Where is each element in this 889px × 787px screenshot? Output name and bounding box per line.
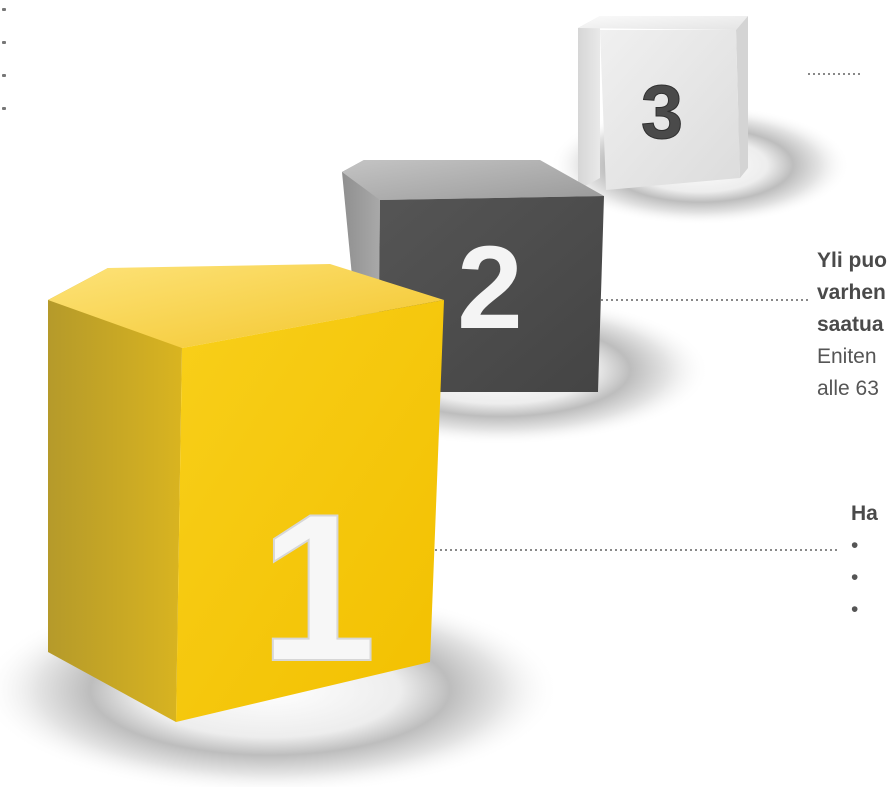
cube-3-left-face bbox=[578, 16, 600, 190]
callout-1-bullet: • bbox=[851, 598, 859, 621]
cube-3-number: 3 bbox=[641, 70, 683, 155]
callout-1-bullet: • bbox=[851, 534, 859, 557]
callout-2-line: saatua bbox=[817, 313, 884, 336]
callout-3-mark bbox=[2, 41, 6, 44]
cube-2-number: 2 bbox=[457, 222, 523, 354]
cube-3-top-face bbox=[578, 16, 748, 30]
callout-3-mark bbox=[2, 74, 6, 77]
cube-2-top-face bbox=[342, 160, 604, 200]
cube-1-top-face bbox=[48, 264, 444, 348]
callout-1-bullet: • bbox=[851, 566, 859, 589]
callout-2-line: Yli puo bbox=[817, 249, 887, 272]
cube-1: 1 bbox=[48, 264, 444, 722]
callout-2-line: alle 63 bbox=[817, 377, 879, 400]
callout-2-text: Yli puo varhen saatua Eniten alle 63 bbox=[817, 245, 889, 405]
cube-3: 3 bbox=[578, 16, 748, 190]
cube-1-left-face bbox=[48, 268, 182, 722]
cube-1-number: 1 bbox=[260, 470, 377, 705]
callout-1-heading: Ha bbox=[851, 502, 878, 525]
callout-2-line: Eniten bbox=[817, 345, 877, 368]
callout-1-text: Ha • • • bbox=[851, 498, 889, 626]
callout-3-mark bbox=[2, 107, 6, 110]
callout-2-line: varhen bbox=[817, 281, 886, 304]
callout-3-marks bbox=[0, 8, 9, 148]
cube-3-front-face bbox=[600, 30, 740, 190]
callout-3-mark bbox=[2, 8, 6, 11]
cube-3-right-face bbox=[736, 16, 748, 178]
cube-1-front-face bbox=[176, 300, 444, 722]
